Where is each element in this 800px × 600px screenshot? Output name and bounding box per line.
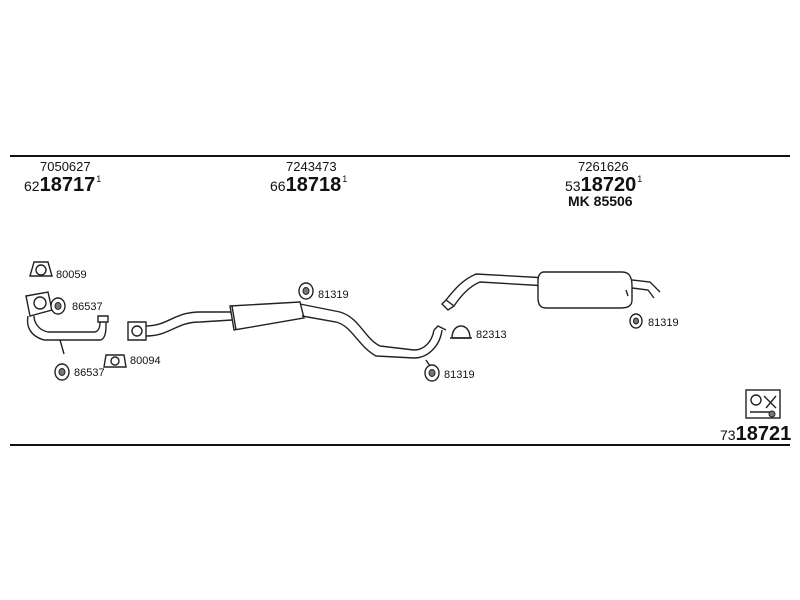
section-3-number: 18720 (580, 174, 637, 196)
clamp-82313-icon (450, 325, 472, 339)
front-pipe-icon (25, 291, 109, 355)
section-2-prefix: 66 (270, 178, 286, 194)
bottom-rule (10, 444, 790, 446)
section-2-ref: 7243473 (286, 159, 337, 174)
section-2-part-number: 66187181 (270, 174, 348, 196)
section-1-ref: 7050627 (40, 159, 91, 174)
section-3-part-number: 53187201 (565, 174, 643, 196)
section-1-prefix: 62 (24, 178, 40, 194)
label-81319-c: 81319 (648, 317, 679, 329)
label-86537-bottom: 86537 (74, 367, 105, 379)
section-3-prefix: 53 (565, 178, 581, 194)
label-86537-top: 86537 (72, 301, 103, 313)
top-rule (10, 155, 790, 157)
section-3-suffix: 1 (637, 174, 643, 184)
nut-86537-top-icon (50, 297, 66, 315)
gasket-80059-icon (29, 261, 53, 277)
nut-86537-bottom-icon (54, 363, 70, 381)
rubber-mount-81319-a-icon (298, 282, 314, 300)
section-2-suffix: 1 (342, 174, 348, 184)
label-81319-b: 81319 (444, 369, 475, 381)
footer-prefix: 73 (720, 427, 736, 443)
label-80094: 80094 (130, 355, 161, 367)
footer-part-number: 7318721 (720, 424, 791, 444)
mounting-kit-icon (745, 389, 781, 419)
section-3-ref: 7261626 (578, 159, 629, 174)
footer-number: 18721 (735, 423, 792, 445)
gasket-80094-icon (103, 354, 127, 368)
label-81319-a: 81319 (318, 289, 349, 301)
rubber-mount-81319-c-icon (629, 313, 643, 329)
label-80059: 80059 (56, 269, 87, 281)
middle-silencer-pipe-icon (127, 301, 447, 367)
section-2-number: 18718 (285, 174, 342, 196)
section-1-part-number: 62187171 (24, 174, 102, 196)
section-1-number: 18717 (39, 174, 96, 196)
rear-silencer-icon (441, 271, 661, 311)
section-3-kit: MK 85506 (568, 193, 633, 209)
label-82313: 82313 (476, 329, 507, 341)
rubber-mount-81319-b-icon (424, 364, 440, 382)
section-1-suffix: 1 (96, 174, 102, 184)
